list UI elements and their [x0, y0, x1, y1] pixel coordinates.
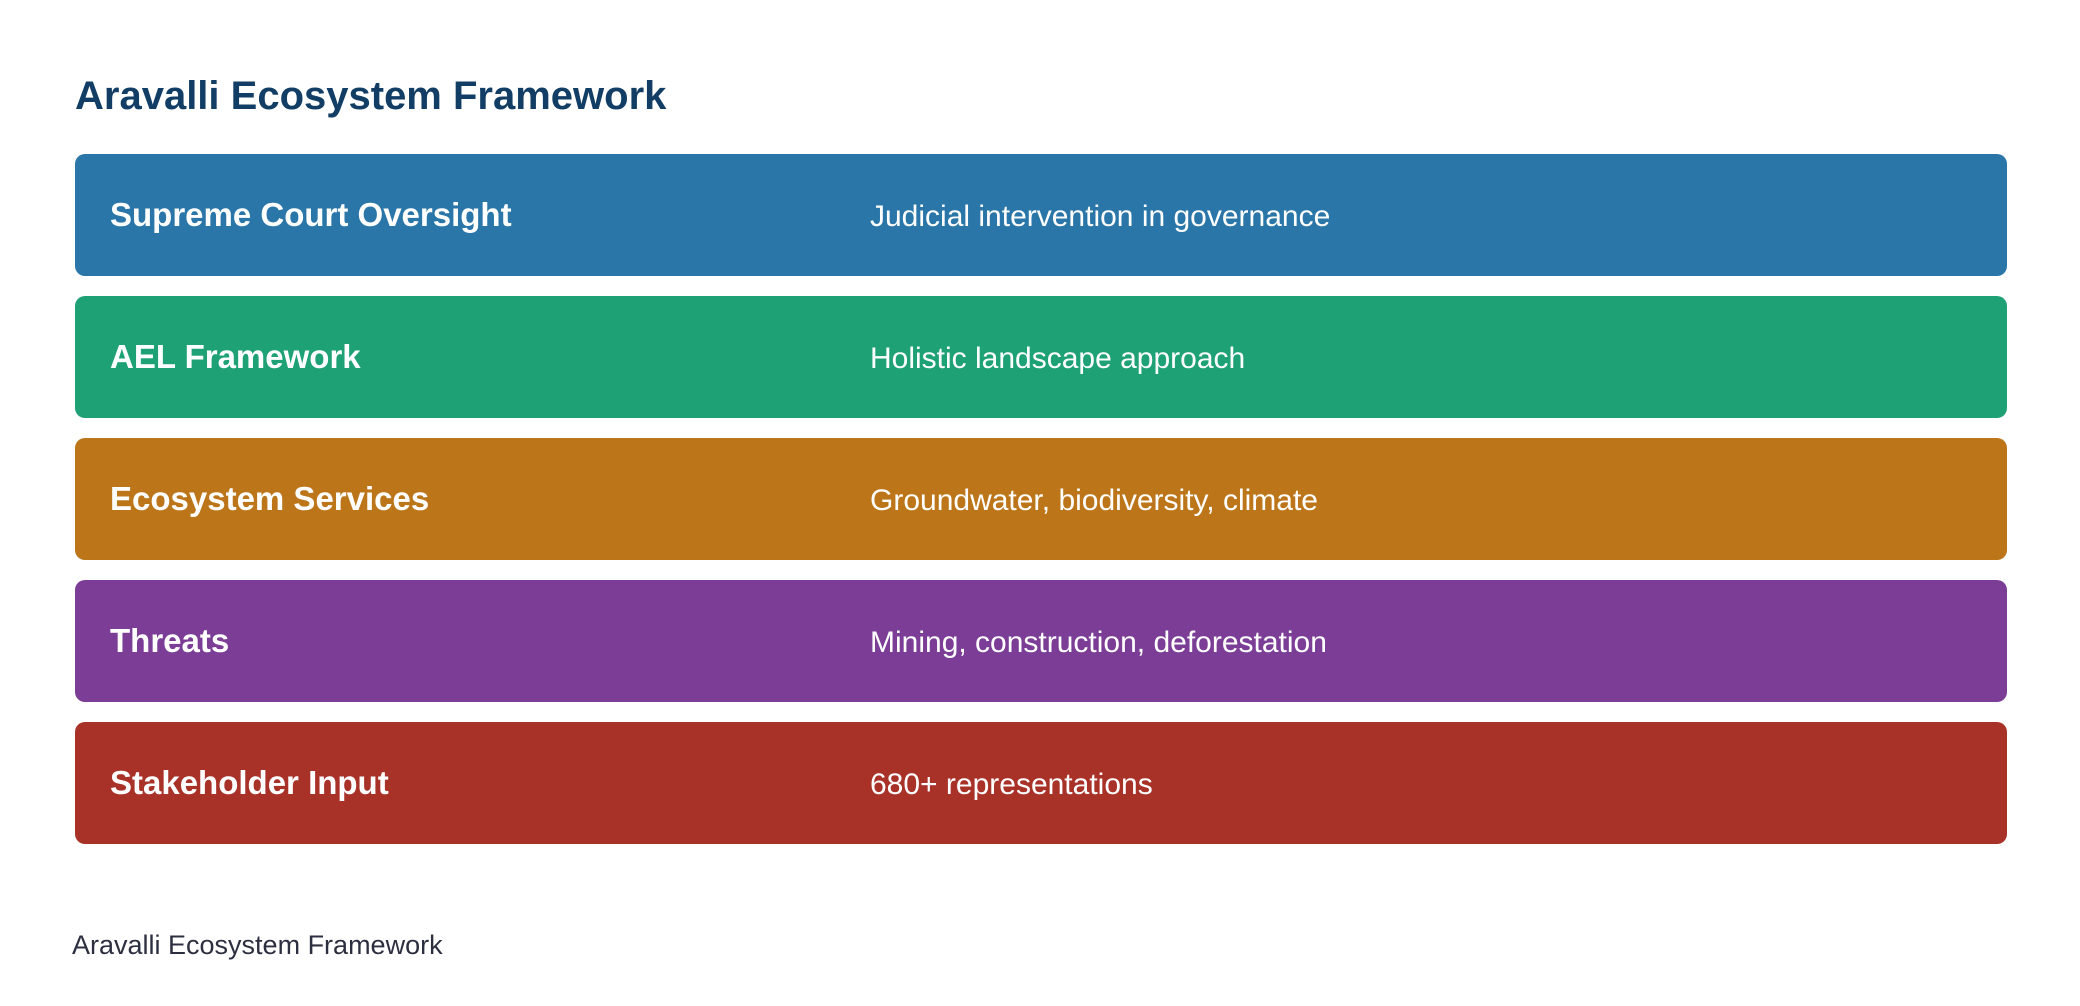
row-stakeholder-input: Stakeholder Input 680+ representations — [75, 722, 2007, 844]
row-ael-framework: AEL Framework Holistic landscape approac… — [75, 296, 2007, 418]
row-description: Mining, construction, deforestation — [870, 626, 1327, 659]
row-supreme-court-oversight: Supreme Court Oversight Judicial interve… — [75, 154, 2007, 276]
row-description: Judicial intervention in governance — [870, 200, 1331, 233]
framework-rows: Supreme Court Oversight Judicial interve… — [75, 154, 2007, 864]
row-label: AEL Framework — [110, 338, 361, 375]
row-label: Supreme Court Oversight — [110, 196, 512, 233]
row-description: Groundwater, biodiversity, climate — [870, 484, 1318, 517]
row-description: 680+ representations — [870, 768, 1153, 801]
row-label: Ecosystem Services — [110, 480, 430, 517]
row-ecosystem-services: Ecosystem Services Groundwater, biodiver… — [75, 438, 2007, 560]
row-description: Holistic landscape approach — [870, 342, 1246, 375]
row-threats: Threats Mining, construction, deforestat… — [75, 580, 2007, 702]
row-label: Stakeholder Input — [110, 764, 389, 801]
page-title: Aravalli Ecosystem Framework — [75, 74, 667, 118]
row-label: Threats — [110, 622, 230, 659]
footer-caption: Aravalli Ecosystem Framework — [72, 930, 443, 960]
